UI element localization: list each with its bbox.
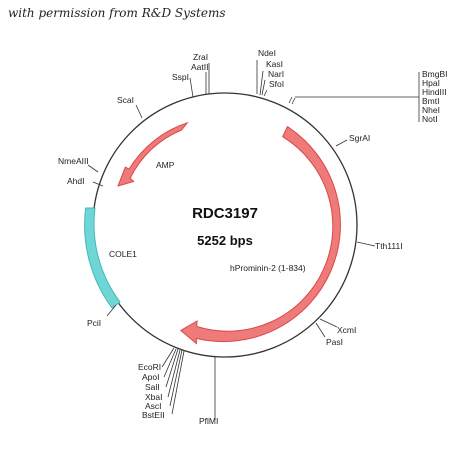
site-xbai: XbaI xyxy=(145,392,163,402)
site-ndei: NdeI xyxy=(258,48,276,58)
site-hpai: HpaI xyxy=(422,78,440,88)
plasmid-name: RDC3197 xyxy=(192,205,258,222)
cole1-label: COLE1 xyxy=(109,249,137,259)
site-sali: SalI xyxy=(145,382,160,392)
site-group-bmgbi xyxy=(288,72,420,122)
site-asci: AscI xyxy=(145,401,162,411)
site-ahdi: AhdI xyxy=(67,176,85,186)
site-nmeaiii: NmeAIII xyxy=(58,156,89,166)
permission-credit: with permission from R&D Systems xyxy=(8,6,226,20)
plasmid-backbone xyxy=(92,92,358,358)
site-sfoi: SfoI xyxy=(269,79,284,89)
site-nhei: NheI xyxy=(422,105,440,115)
site-group-right xyxy=(214,139,376,420)
site-xcmi: XcmI xyxy=(337,325,356,335)
site-sspi: SspI xyxy=(172,72,189,82)
site-bsteii: BstEII xyxy=(142,410,165,420)
site-apoi: ApoI xyxy=(142,372,160,382)
site-pasi: PasI xyxy=(326,337,343,347)
site-hindiii: HindIII xyxy=(422,87,447,97)
site-scai: ScaI xyxy=(117,95,134,105)
site-group-ndei xyxy=(256,60,268,97)
amp-label: AMP xyxy=(156,160,175,170)
site-noti: NotI xyxy=(422,114,438,124)
site-aatii: AatII xyxy=(191,62,208,72)
insert-arrow[interactable] xyxy=(179,125,341,345)
cole1-block[interactable] xyxy=(84,207,121,309)
amp-arrow[interactable] xyxy=(117,121,189,187)
site-sgrai: SgrAI xyxy=(349,133,370,143)
site-group-ecori xyxy=(161,347,185,415)
site-tth111i: Tth111I xyxy=(375,241,403,251)
site-group-zrai xyxy=(189,63,210,98)
site-zrai: ZraI xyxy=(193,52,208,62)
site-kasi: KasI xyxy=(266,59,283,69)
site-group-left xyxy=(87,104,143,317)
site-bmgbi: BmgBI xyxy=(422,69,448,79)
site-nari: NarI xyxy=(268,69,284,79)
insert-label: hProminin-2 (1-834) xyxy=(230,263,306,273)
site-pflmi: PflMI xyxy=(199,416,218,426)
site-pcii: PciI xyxy=(87,318,101,328)
site-ecori: EcoRI xyxy=(138,362,161,372)
site-bmti: BmtI xyxy=(422,96,439,106)
plasmid-size: 5252 bps xyxy=(197,233,253,248)
